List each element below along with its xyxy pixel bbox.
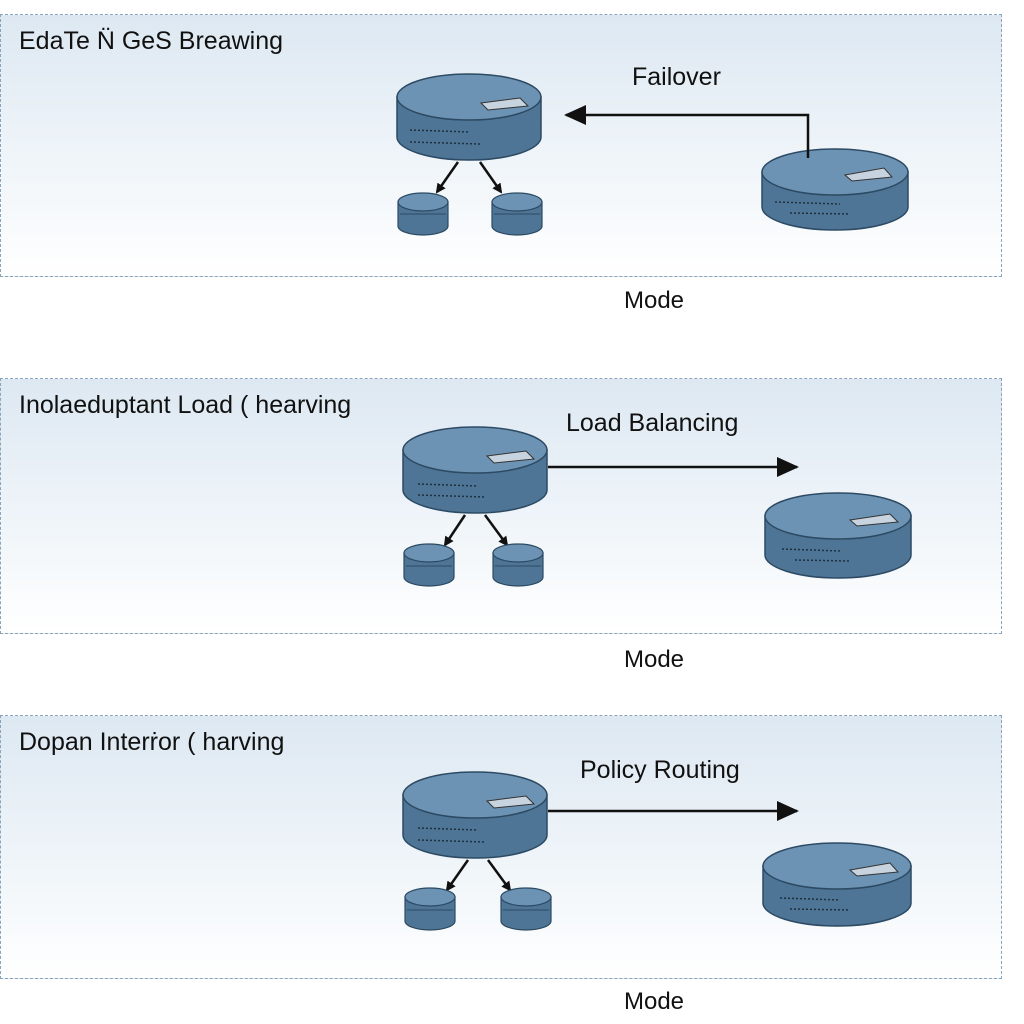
database-cylinder-icon bbox=[396, 73, 542, 161]
panel-title: Inolaeduptant Load ( hearving bbox=[19, 391, 352, 419]
database-cylinder-icon bbox=[397, 192, 449, 236]
database-cylinder-icon bbox=[491, 192, 543, 236]
panel-title: Dopan Interṙor ( harving bbox=[19, 728, 285, 756]
arrow-label: Failover bbox=[632, 63, 721, 91]
arrow-label: Load Balancing bbox=[566, 409, 738, 437]
database-cylinder-icon bbox=[492, 543, 544, 587]
database-cylinder-icon bbox=[402, 426, 548, 514]
database-cylinder-icon bbox=[404, 887, 456, 931]
load-balancing-group: Load Balancing bbox=[402, 409, 912, 587]
mode-label: Mode bbox=[623, 646, 685, 673]
database-cylinder-icon bbox=[762, 842, 912, 927]
panel-title: EdaTe N̈ GeS Breawing bbox=[19, 27, 284, 55]
arrow-icon bbox=[564, 105, 810, 158]
failover-group: Failover bbox=[396, 63, 909, 236]
mode-label: Mode bbox=[623, 287, 685, 314]
database-cylinder-icon bbox=[500, 887, 552, 931]
database-cylinder-icon bbox=[761, 148, 909, 231]
database-cylinder-icon bbox=[403, 543, 455, 587]
database-cylinder-icon bbox=[402, 771, 548, 859]
database-cylinder-icon bbox=[764, 492, 912, 579]
mode-label: Mode bbox=[623, 988, 685, 1015]
arrow-label: Policy Routing bbox=[580, 756, 740, 784]
policy-routing-group: Policy Routing bbox=[402, 756, 912, 931]
